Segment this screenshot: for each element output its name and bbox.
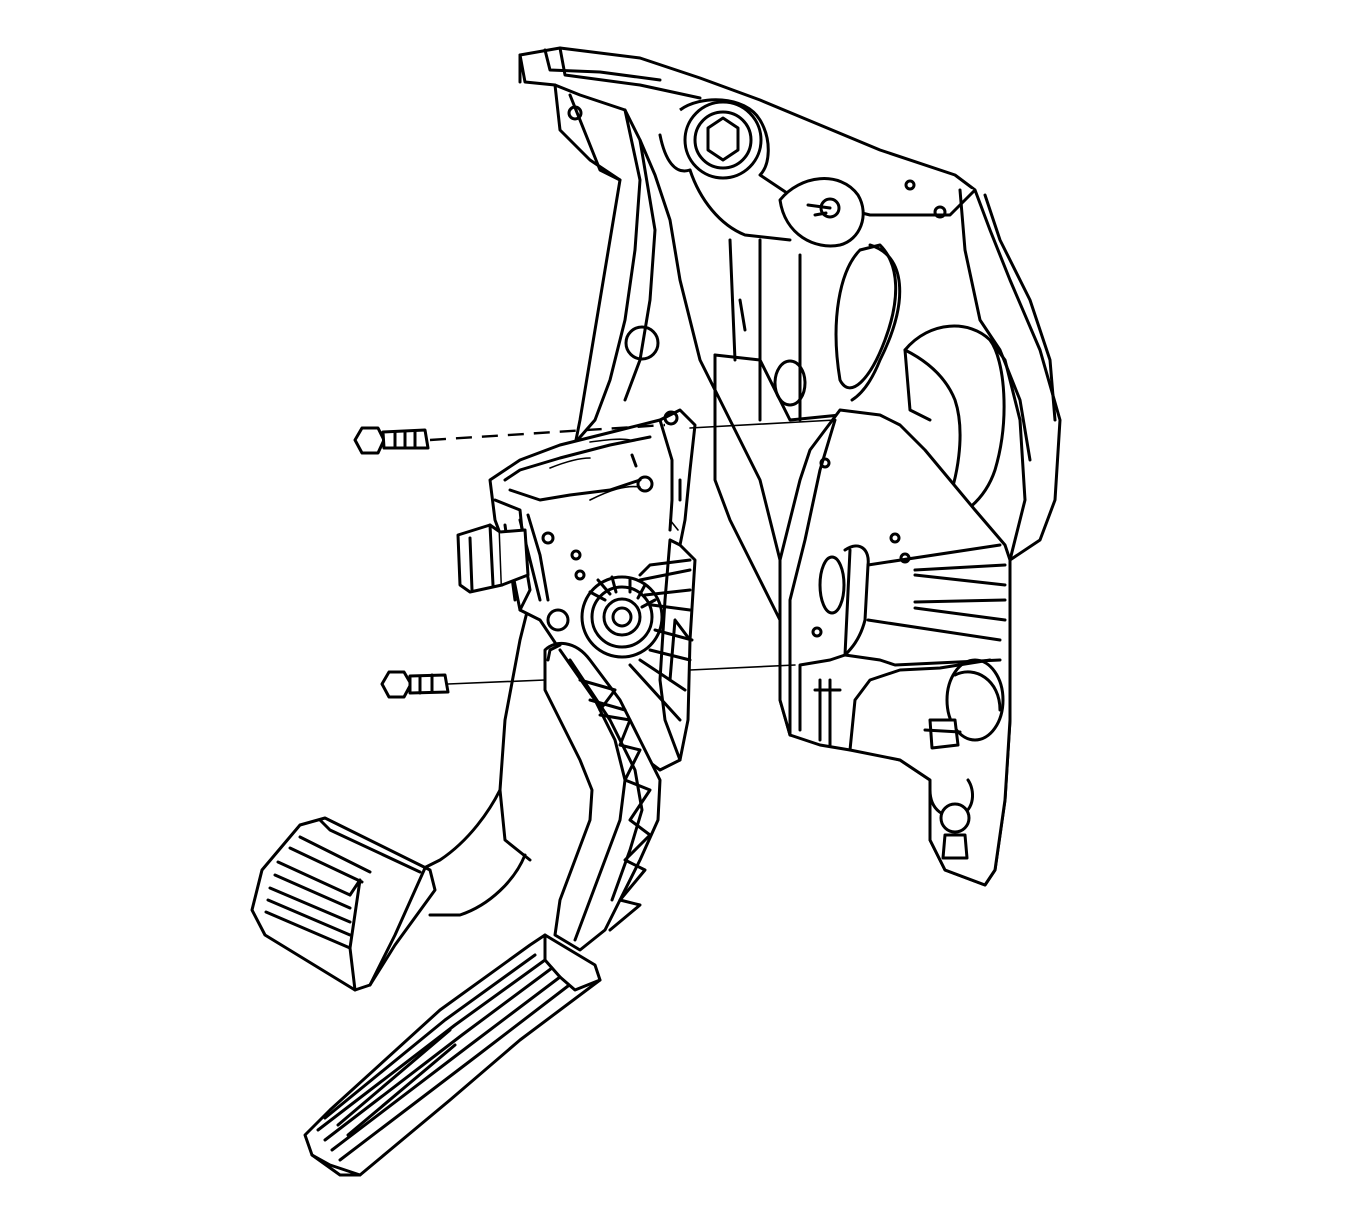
pedal-bracket: [498, 46, 1062, 887]
accelerator-pedal-arm: [303, 641, 662, 1177]
accelerator-pedal-module: [456, 408, 697, 772]
upper-bolt: [353, 426, 430, 455]
upper-bolt-alignment-line: [429, 423, 666, 442]
upper-bolt-alignment-line-rear: [689, 419, 836, 429]
lower-bolt: [380, 670, 450, 699]
lower-bolt-alignment-line: [447, 679, 546, 685]
brake-pedal: [250, 788, 527, 992]
lower-bolt-alignment-line-rear: [689, 664, 796, 671]
